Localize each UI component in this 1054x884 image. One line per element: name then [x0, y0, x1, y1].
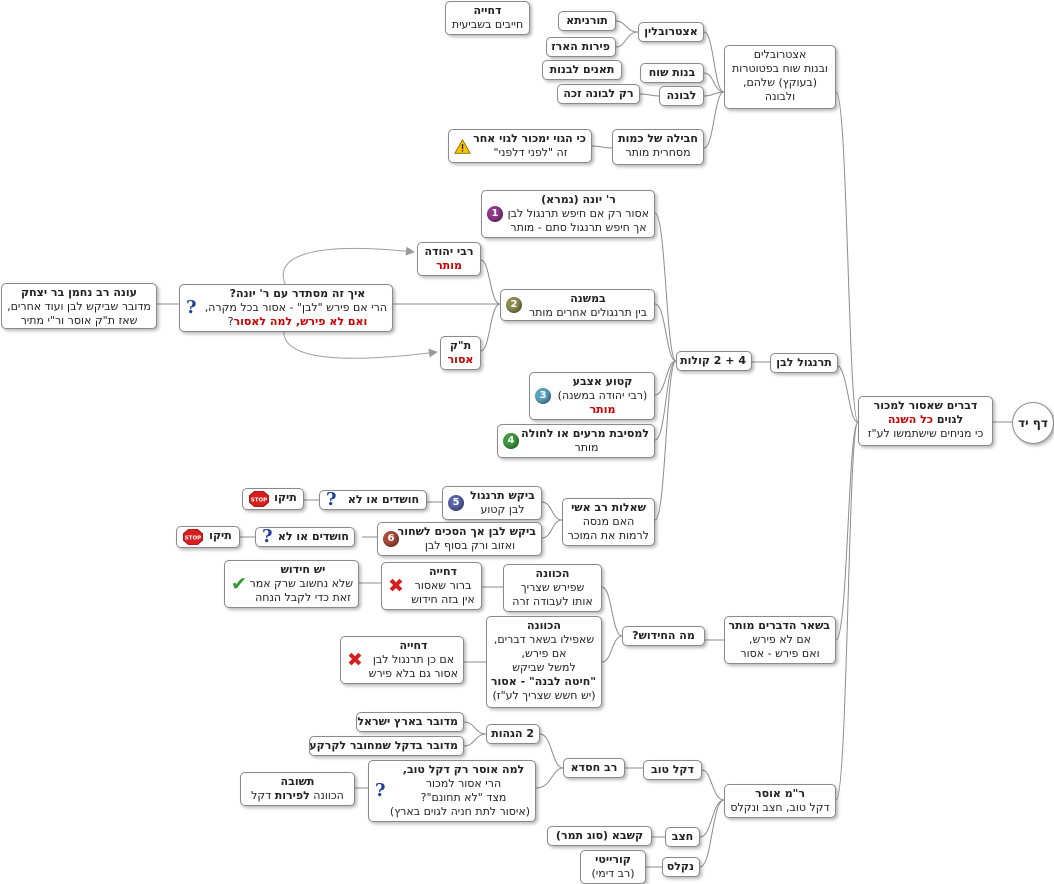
stop-icon: STOP [183, 529, 203, 545]
number-6-icon: 6 [383, 531, 399, 547]
node-levona[interactable]: לבונה [659, 86, 704, 106]
node-white-rooster[interactable]: תרנגול לבן [770, 353, 838, 373]
astro-line-2: ובנות שוח בפטוטרות [732, 62, 828, 75]
astro-line-1: אצטרובלים [753, 48, 807, 61]
node-suspect-1[interactable]: ? חושדים או לא [319, 490, 427, 510]
number-1-icon: 1 [487, 206, 503, 222]
node-attached-palm[interactable]: מדובר בדקל שמחובר לקרקע [309, 736, 464, 756]
astro-line-4: ולבונה [764, 90, 796, 103]
question-icon: ? [326, 490, 337, 510]
warning-icon [454, 138, 471, 154]
node-hatsav[interactable]: חצב [665, 827, 700, 847]
node-two-notes[interactable]: 2 הגהות [486, 724, 540, 744]
number-2-icon: 2 [506, 297, 522, 313]
node-what-new[interactable]: מה החידוש? [622, 626, 705, 646]
node-cut-finger[interactable]: 3 קטוע אצבע(רבי יהודה במשנה)מותר [529, 372, 655, 420]
node-turnita[interactable]: תורניתא [558, 11, 616, 31]
number-3-icon: 3 [535, 388, 551, 404]
astro-line-3: (בעוקץ) שלהם, [742, 76, 818, 89]
question-icon: ? [375, 780, 386, 801]
number-5-icon: 5 [448, 495, 464, 511]
node-rabbi-yona[interactable]: 1 ר' יונה (גמרא)אסור רק אם חיפש תרנגול ל… [481, 190, 655, 238]
node-how-reconcile[interactable]: ? איך זה מסתדר עם ר' יונה?הרי אם פירש "ל… [179, 284, 393, 332]
node-nikolas[interactable]: נקלס [662, 857, 700, 877]
svg-text:STOP: STOP [251, 498, 267, 504]
node-suspect-2[interactable]: ? חושדים או לא [255, 527, 355, 547]
main-line-1: דברים שאסור למכור [873, 399, 978, 412]
node-teku-2[interactable]: STOP תיקו [176, 526, 240, 548]
node-rav-chisda[interactable]: רב חסדא [563, 758, 625, 778]
root-node[interactable]: דף יד [1012, 402, 1054, 444]
number-4-icon: 4 [503, 433, 519, 449]
x-mark-icon: ✖ [388, 575, 404, 597]
stop-icon: STOP [249, 491, 269, 507]
node-white-figs[interactable]: תאנים לבנות [542, 60, 622, 80]
main-line-2: לגוים כל השנה [887, 413, 964, 426]
node-bnot-shuach[interactable]: בנות שוח [640, 63, 704, 83]
svg-text:STOP: STOP [185, 536, 201, 542]
astro-topic[interactable]: אצטרובלים ובנות שוח בפטוטרות (בעוקץ) שלה… [724, 45, 836, 109]
node-land-of-israel[interactable]: מדובר בארץ ישראל [356, 712, 464, 732]
node-cedar-fruit[interactable]: פירות הארז [546, 37, 616, 57]
check-mark-icon: ✔ [231, 573, 247, 595]
main-line-3: כי מניחים שישתמשו לע"ז [867, 427, 984, 440]
x-mark-icon: ✖ [347, 649, 363, 671]
question-icon: ? [186, 297, 197, 318]
question-icon: ? [262, 527, 273, 547]
node-atsterubalin[interactable]: אצטרובלין [638, 22, 704, 42]
node-teku-1[interactable]: STOP תיקו [242, 488, 304, 510]
node-pure-levona[interactable]: רק לבונה זכה [557, 84, 640, 104]
node-votes[interactable]: 4 + 2 קולות [676, 351, 752, 371]
node-good-palm[interactable]: דקל טוב [643, 760, 702, 780]
node-answer-fruits[interactable]: תשובה הכוונה לפירות דקל [240, 772, 355, 806]
node-kashba[interactable]: קשבא (סוג תמר) [547, 826, 652, 846]
node-koriyati[interactable]: קורייטי(רב דימי) [580, 850, 646, 884]
main-topic[interactable]: דברים שאסור למכור לגוים כל השנה כי מניחי… [858, 396, 993, 446]
